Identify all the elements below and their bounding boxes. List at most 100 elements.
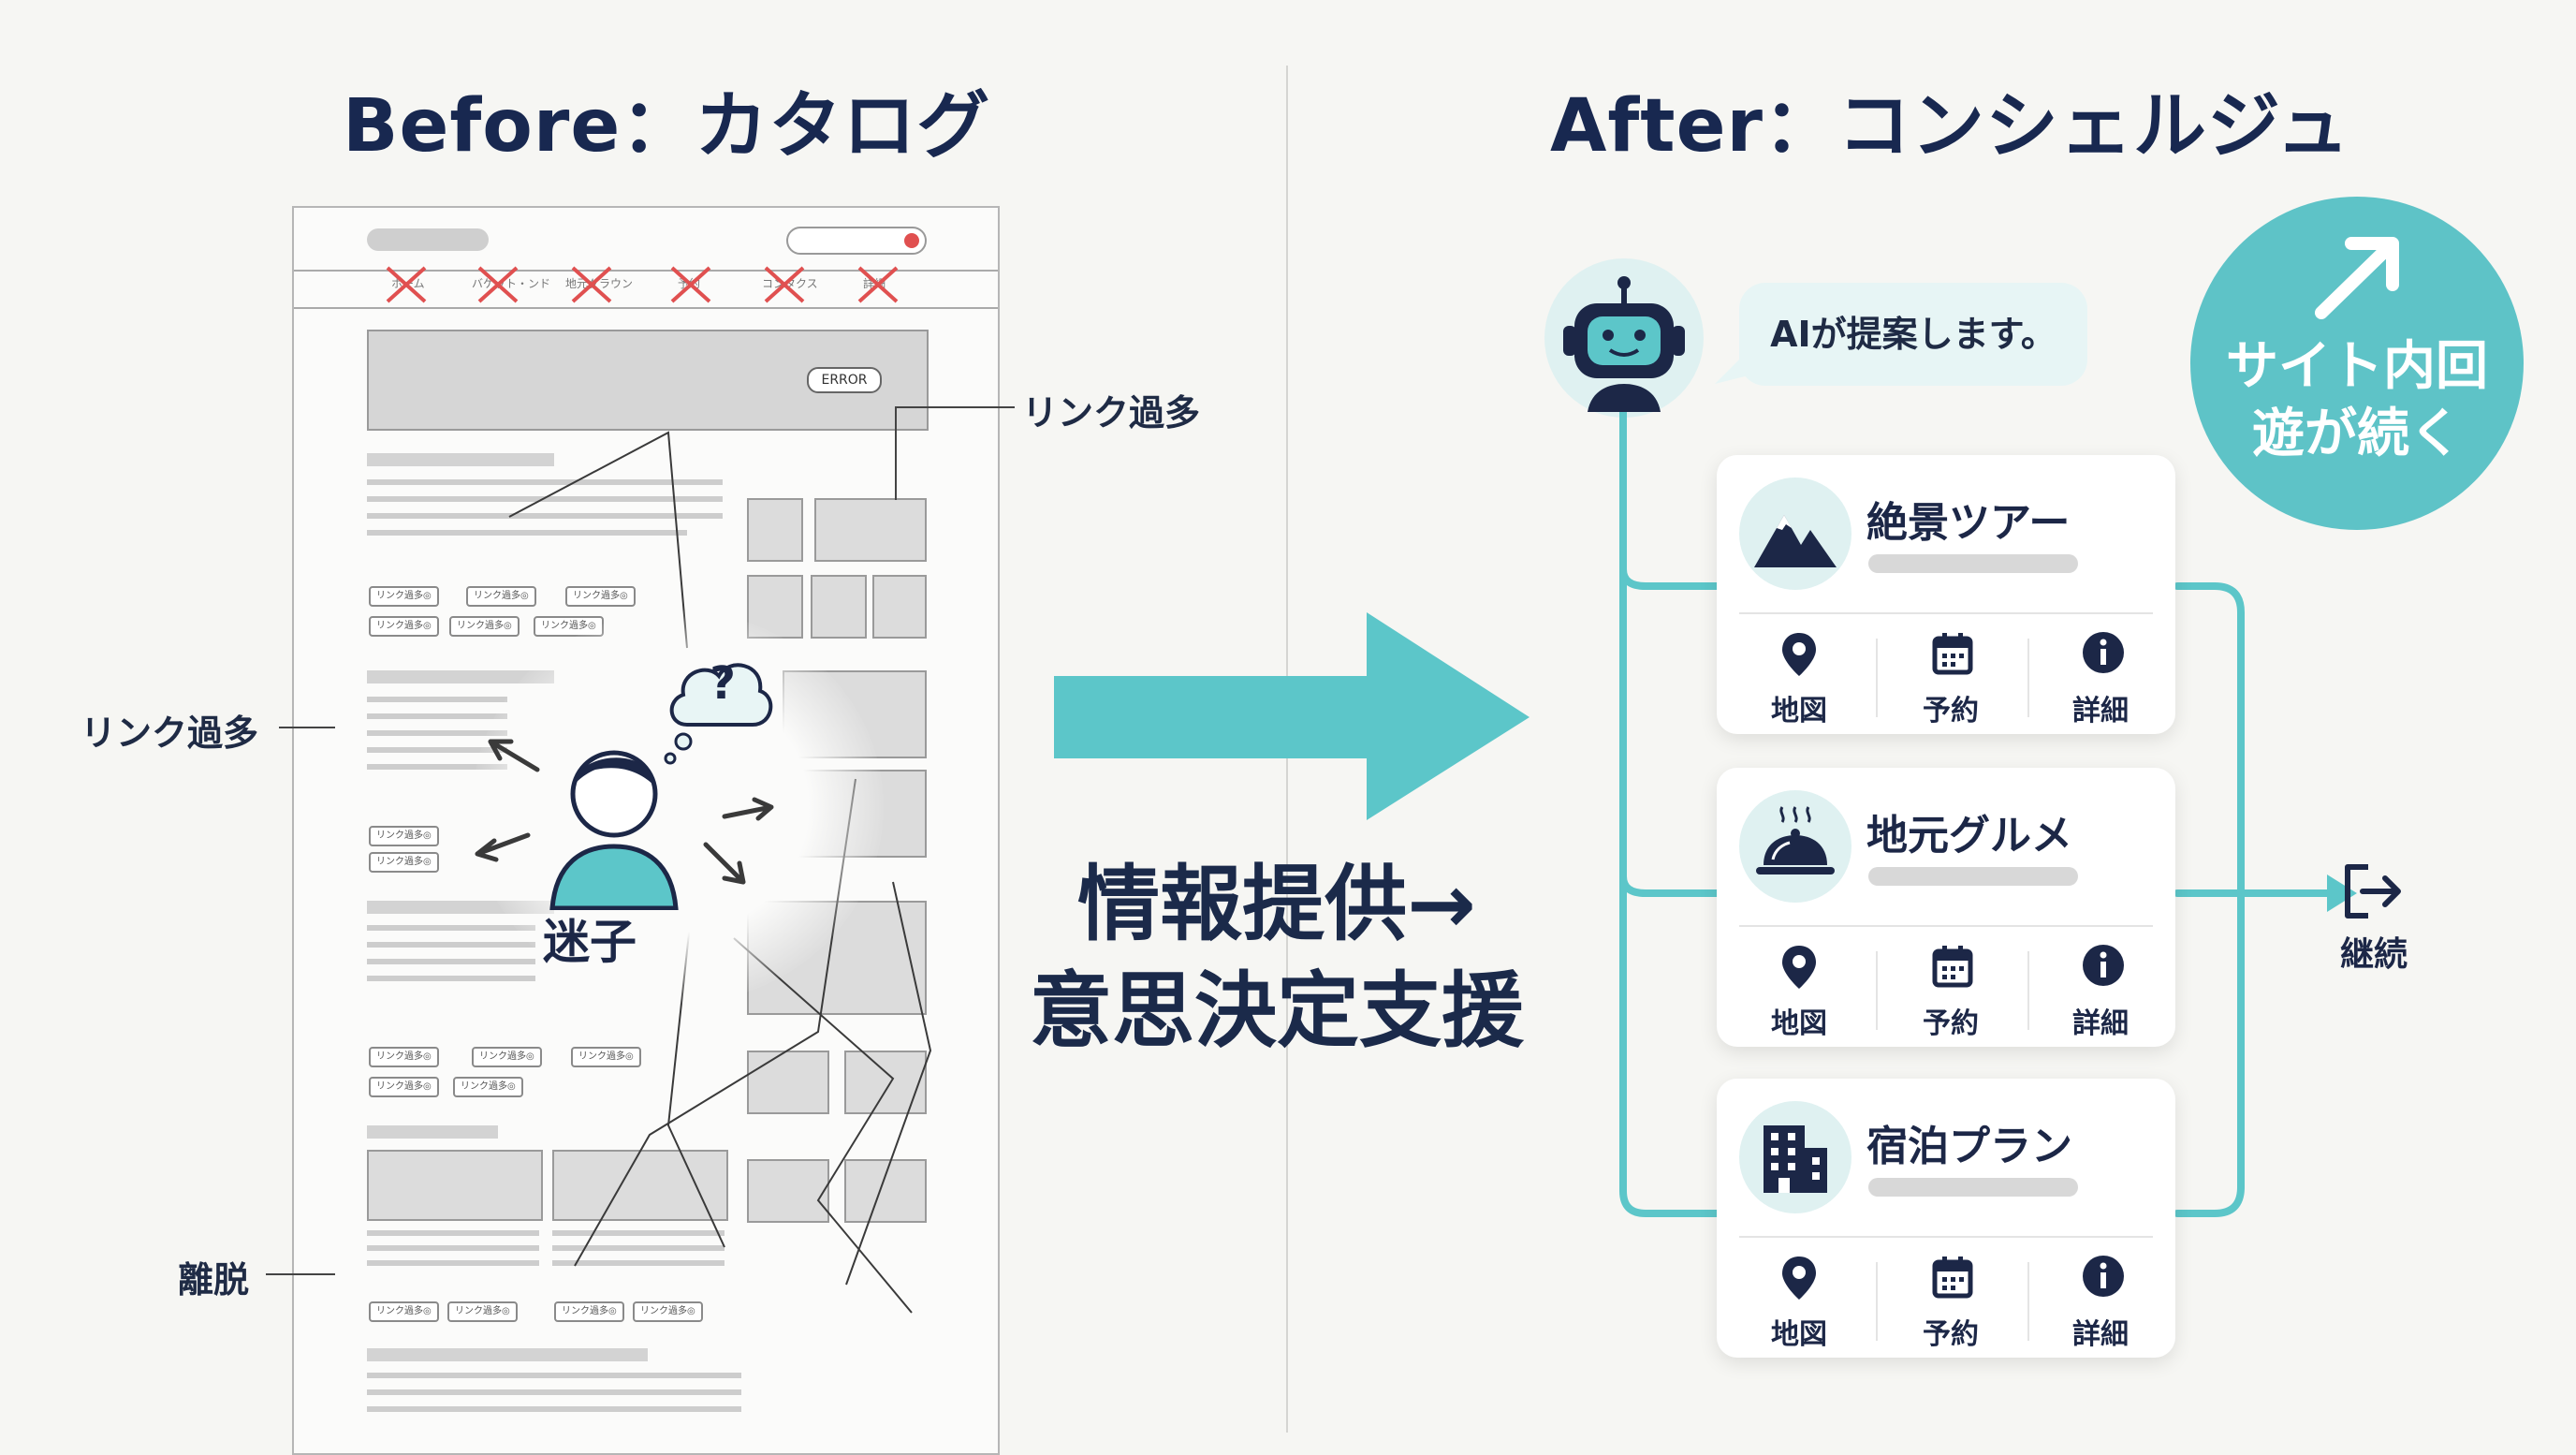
link-button[interactable]: リンク過多◎ xyxy=(472,1047,542,1067)
map-button[interactable]: 地図 xyxy=(1730,936,1868,1040)
image-placeholder xyxy=(747,1051,829,1114)
dish-icon xyxy=(1756,806,1835,874)
badge-line2: 遊が続く xyxy=(2252,404,2462,464)
link-button[interactable]: リンク過多◎ xyxy=(369,616,439,637)
building-icon xyxy=(1764,1125,1827,1193)
image-placeholder xyxy=(872,575,927,639)
badge-line1: サイト内回 xyxy=(2226,336,2488,397)
link-button[interactable]: リンク過多◎ xyxy=(369,1047,439,1067)
card-subtitle-placeholder xyxy=(1868,1178,2078,1197)
card-separator xyxy=(1739,925,2153,927)
nav-item-local[interactable]: 地元グラウン xyxy=(565,277,634,290)
header-logo-placeholder xyxy=(367,228,489,251)
image-placeholder xyxy=(552,1150,728,1221)
card-title: 宿泊プラン xyxy=(1866,1123,2072,1170)
link-button[interactable]: リンク過多◎ xyxy=(369,826,439,846)
card-title: 絶景ツアー xyxy=(1866,499,2071,547)
link-button[interactable]: リンク過多◎ xyxy=(369,586,439,607)
error-label: ERROR xyxy=(807,367,882,393)
action-divider xyxy=(1876,951,1878,1030)
continue-label: 継続 xyxy=(2339,935,2408,974)
link-button[interactable]: リンク過多◎ xyxy=(369,1077,439,1097)
section-heading-bar xyxy=(367,1125,498,1139)
reserve-label: 予約 xyxy=(1923,1007,1979,1040)
before-title: Before：カタログ xyxy=(343,84,991,169)
card-icon-bg xyxy=(1739,790,1852,903)
suggestion-card-tour[interactable]: 絶景ツアー 地図 予約 詳細 xyxy=(1717,455,2175,734)
error-dot-icon xyxy=(904,233,919,248)
details-label: 詳細 xyxy=(2072,695,2129,728)
info-icon xyxy=(2083,632,2124,673)
callout-line xyxy=(266,1273,335,1275)
catalog-page: ホーム バケット・ンド 地元グラウン 予約 コンタクス 詳細 ERROR リンク… xyxy=(292,206,1000,1455)
cross-icon xyxy=(477,266,519,303)
image-placeholder xyxy=(747,498,803,562)
callout-line xyxy=(895,406,897,500)
reserve-button[interactable]: 予約 xyxy=(1881,936,2020,1040)
link-button[interactable]: リンク過多◎ xyxy=(369,1301,439,1322)
text-lines xyxy=(367,925,535,992)
hero-banner: ERROR xyxy=(367,330,929,431)
info-icon xyxy=(2083,945,2124,986)
map-label: 地図 xyxy=(1771,1318,1827,1351)
text-lines xyxy=(367,1373,741,1412)
link-button[interactable]: リンク過多◎ xyxy=(466,586,536,607)
robot-icon xyxy=(1563,276,1685,412)
map-label: 地図 xyxy=(1771,695,1827,728)
search-box[interactable] xyxy=(786,227,927,255)
question-cloud-icon xyxy=(664,663,773,765)
trend-up-arrow-icon xyxy=(2315,237,2399,319)
details-label: 詳細 xyxy=(2072,1318,2129,1351)
calendar-icon xyxy=(1932,633,1973,675)
map-label: 地図 xyxy=(1771,1007,1827,1040)
action-divider xyxy=(1876,1262,1878,1341)
nav-item-contact[interactable]: コンタクス xyxy=(762,277,818,290)
link-button[interactable]: リンク過多◎ xyxy=(633,1301,703,1322)
bubble-tail xyxy=(1715,346,1752,384)
reserve-button[interactable]: 予約 xyxy=(1881,624,2020,728)
section-heading-bar xyxy=(367,1348,648,1361)
map-button[interactable]: 地図 xyxy=(1730,1247,1868,1351)
details-button[interactable]: 詳細 xyxy=(2031,936,2170,1040)
scatter-arrows xyxy=(475,739,774,885)
link-button[interactable]: リンク過多◎ xyxy=(565,586,636,607)
text-lines xyxy=(367,697,507,781)
cross-icon xyxy=(764,266,805,303)
fog-overlay xyxy=(472,610,884,1004)
link-button[interactable]: リンク過多◎ xyxy=(369,852,439,873)
suggestion-card-gourmet[interactable]: 地元グルメ 地図 予約 詳細 xyxy=(1717,768,2175,1047)
link-button[interactable]: リンク過多◎ xyxy=(453,1077,523,1097)
action-divider xyxy=(2027,951,2029,1030)
reserve-label: 予約 xyxy=(1923,1318,1979,1351)
link-button[interactable]: リンク過多◎ xyxy=(447,1301,518,1322)
card-separator xyxy=(1739,612,2153,614)
details-button[interactable]: 詳細 xyxy=(2031,1247,2170,1351)
lost-label: 迷子 xyxy=(543,915,637,969)
callout-line xyxy=(279,727,335,728)
calendar-icon xyxy=(1932,946,1973,988)
reserve-button[interactable]: 予約 xyxy=(1881,1247,2020,1351)
flow-connectors xyxy=(1619,412,2357,1217)
question-mark: ? xyxy=(710,657,736,710)
card-icon-bg xyxy=(1739,478,1852,590)
details-button[interactable]: 詳細 xyxy=(2031,624,2170,728)
card-subtitle-placeholder xyxy=(1868,867,2078,886)
link-button[interactable]: リンク過多◎ xyxy=(554,1301,624,1322)
map-button[interactable]: 地図 xyxy=(1730,624,1868,728)
suggestion-card-stay[interactable]: 宿泊プラン 地図 予約 詳細 xyxy=(1717,1079,2175,1358)
image-placeholder xyxy=(367,1150,543,1221)
retention-badge: サイト内回 遊が続く xyxy=(2190,197,2524,530)
link-button[interactable]: リンク過多◎ xyxy=(571,1047,641,1067)
transform-arrow-icon xyxy=(1054,612,1530,820)
image-placeholder xyxy=(844,1159,927,1223)
callout-link-overload-top: リンク過多 xyxy=(1022,392,1201,434)
nav-bottom-rule xyxy=(294,307,998,309)
action-divider xyxy=(2027,639,2029,717)
info-icon xyxy=(2083,1256,2124,1297)
callout-exit: 離脱 xyxy=(178,1259,250,1301)
middle-caption-line1: 情報提供→ xyxy=(1077,856,1476,952)
nav-top-rule xyxy=(294,270,998,272)
link-button[interactable]: リンク過多◎ xyxy=(449,616,520,637)
image-placeholder xyxy=(811,575,867,639)
action-divider xyxy=(1876,639,1878,717)
